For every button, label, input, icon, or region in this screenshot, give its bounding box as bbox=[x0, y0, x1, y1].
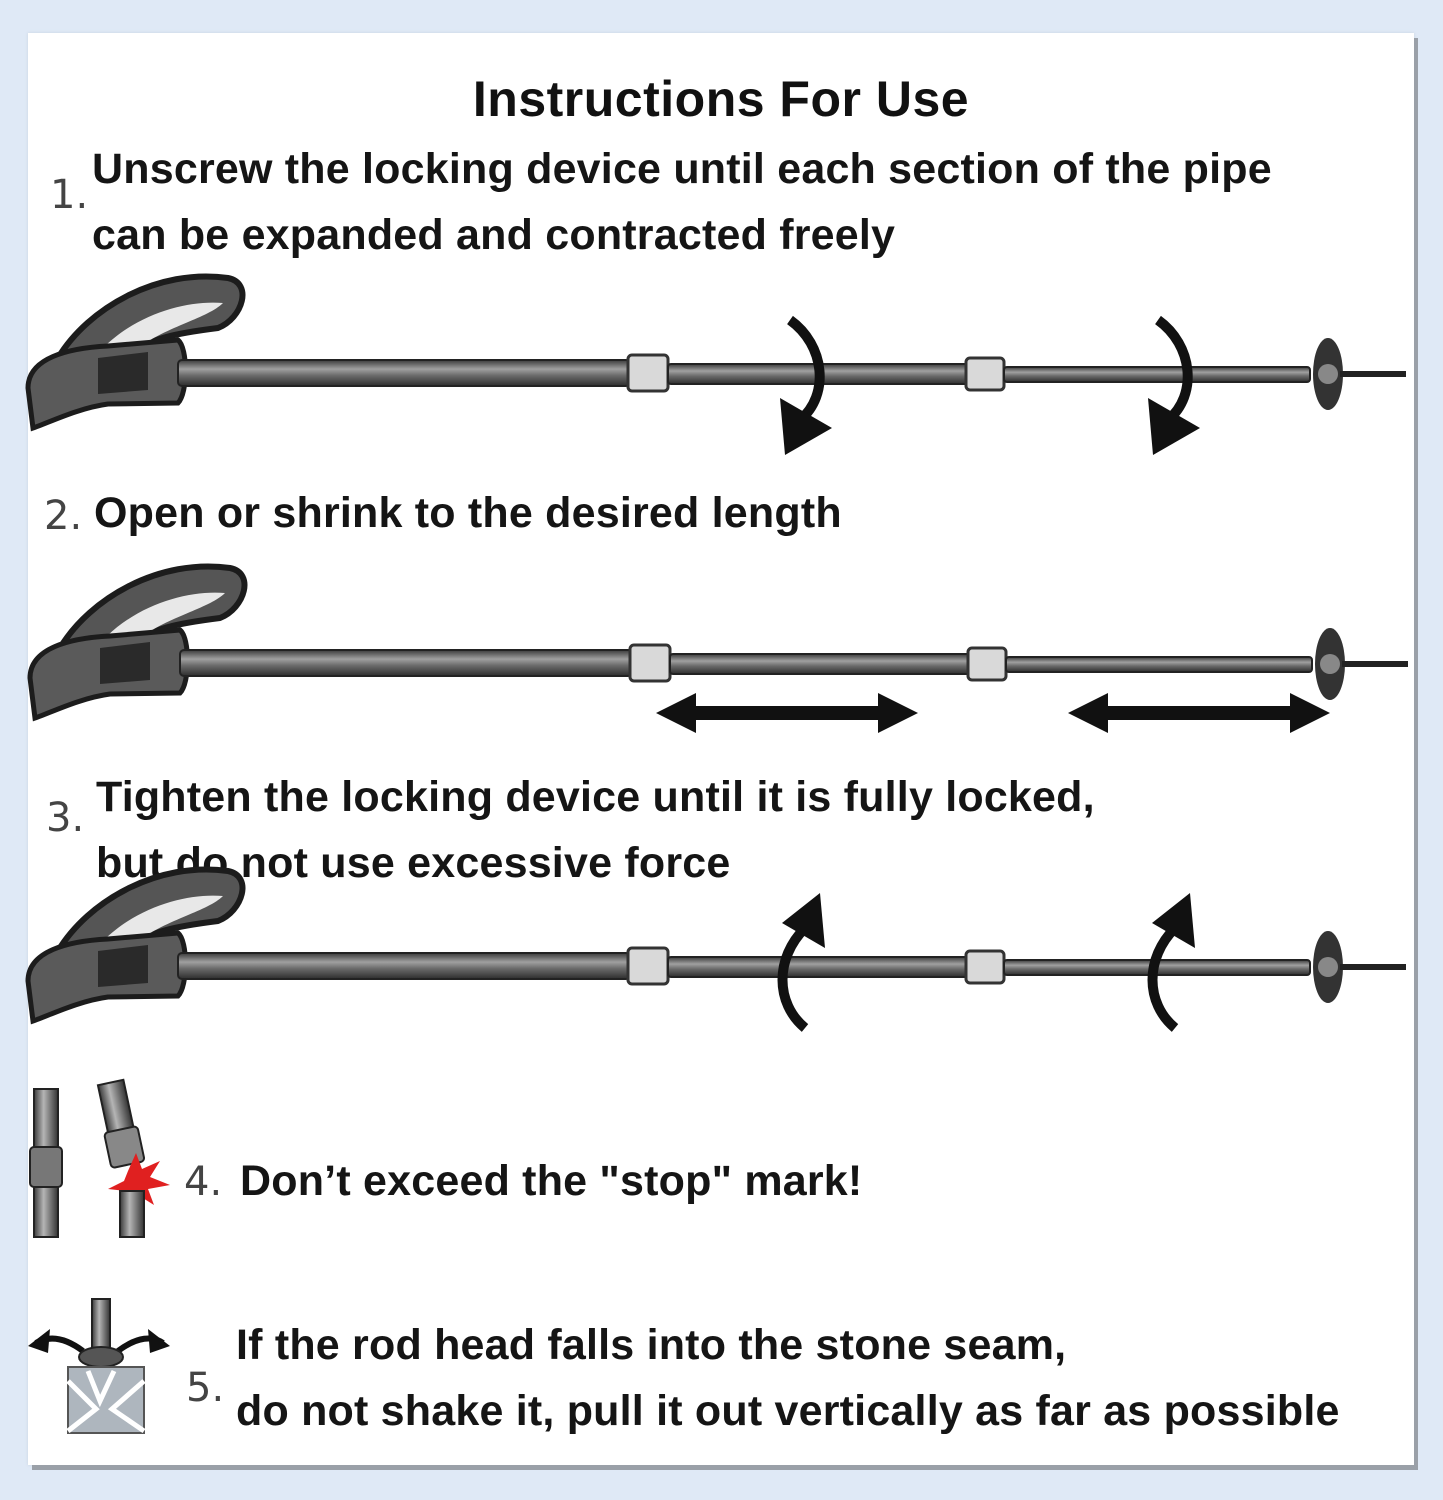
step-1-line-1: Unscrew the locking device until each se… bbox=[92, 145, 1272, 193]
step-4-number: 4. bbox=[184, 1159, 223, 1205]
rotate-arrow-icon bbox=[1148, 320, 1200, 455]
step-1-line-2: can be expanded and contracted freely bbox=[92, 211, 896, 259]
step-1-number: 1. bbox=[50, 172, 89, 218]
double-arrow-icon bbox=[656, 693, 918, 733]
step-5-line-1: If the rod head falls into the stone sea… bbox=[236, 1321, 1067, 1369]
rotate-arrow-icon bbox=[780, 320, 832, 455]
stone-seam-icon bbox=[28, 1298, 170, 1434]
step-2-line-1: Open or shrink to the desired length bbox=[94, 489, 842, 537]
trekking-pole-icon bbox=[28, 258, 1414, 458]
trekking-pole-icon bbox=[28, 871, 1414, 1071]
step-3-line-1: Tighten the locking device until it is f… bbox=[96, 773, 1095, 821]
step-4-line-1: Don’t exceed the "stop" mark! bbox=[240, 1157, 863, 1205]
step-5-number: 5. bbox=[186, 1365, 225, 1411]
step-2-number: 2. bbox=[44, 493, 83, 539]
page-title: Instructions For Use bbox=[472, 71, 970, 127]
stop-mark-icon bbox=[29, 1078, 170, 1238]
trekking-pole-icon bbox=[28, 548, 1414, 733]
step-3-number: 3. bbox=[46, 795, 85, 841]
instructions-card: Instructions For Use 1. Unscrew the lock… bbox=[28, 33, 1414, 1465]
double-arrow-icon bbox=[1068, 693, 1330, 733]
step-5-line-2: do not shake it, pull it out vertically … bbox=[236, 1387, 1340, 1435]
